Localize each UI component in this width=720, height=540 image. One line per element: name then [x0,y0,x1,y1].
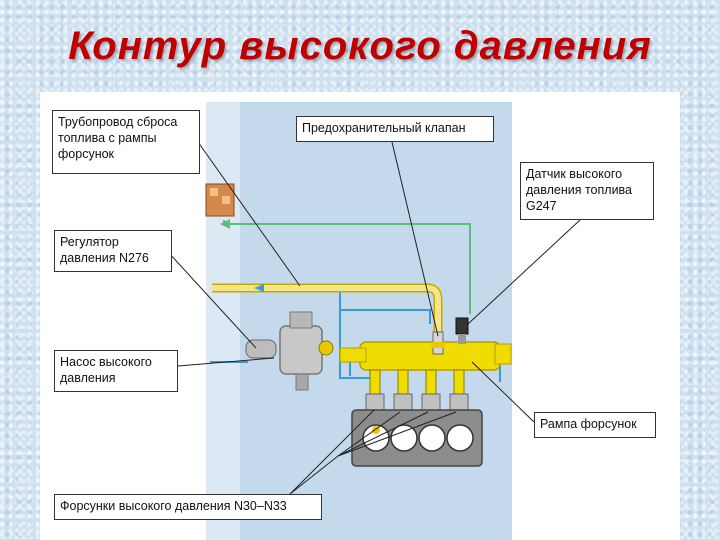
light-band [206,102,240,540]
leader-lines [167,141,581,495]
return-line [212,283,443,332]
regulator-icon [245,339,277,359]
valve-icon [431,331,445,355]
callout-pressure-regulator: Регулятор давления N276 [54,230,172,272]
pump-icon [279,311,334,391]
diagram-panel: Трубопровод сброса топлива с рампы форсу… [40,92,680,540]
callout-pressure-sensor: Датчик высокого давления топлива G247 [520,162,654,220]
injector-icon [365,369,469,413]
callout-fuel-rail: Рампа форсунок [534,412,656,438]
fuel-system-diagram [167,102,581,540]
sensor-icon [455,317,469,344]
fuel-rail-body [339,341,512,371]
callout-hp-pump: Насос высокого давления [54,350,178,392]
slide-title: Контур высокого давления [68,24,652,68]
callout-return-line: Трубопровод сброса топлива с рампы форсу… [52,110,200,174]
callout-safety-valve: Предохранительный клапан [296,116,494,142]
ecu-connector-icon [205,183,235,217]
callout-injectors: Форсунки высокого давления N30–N33 [54,494,322,520]
